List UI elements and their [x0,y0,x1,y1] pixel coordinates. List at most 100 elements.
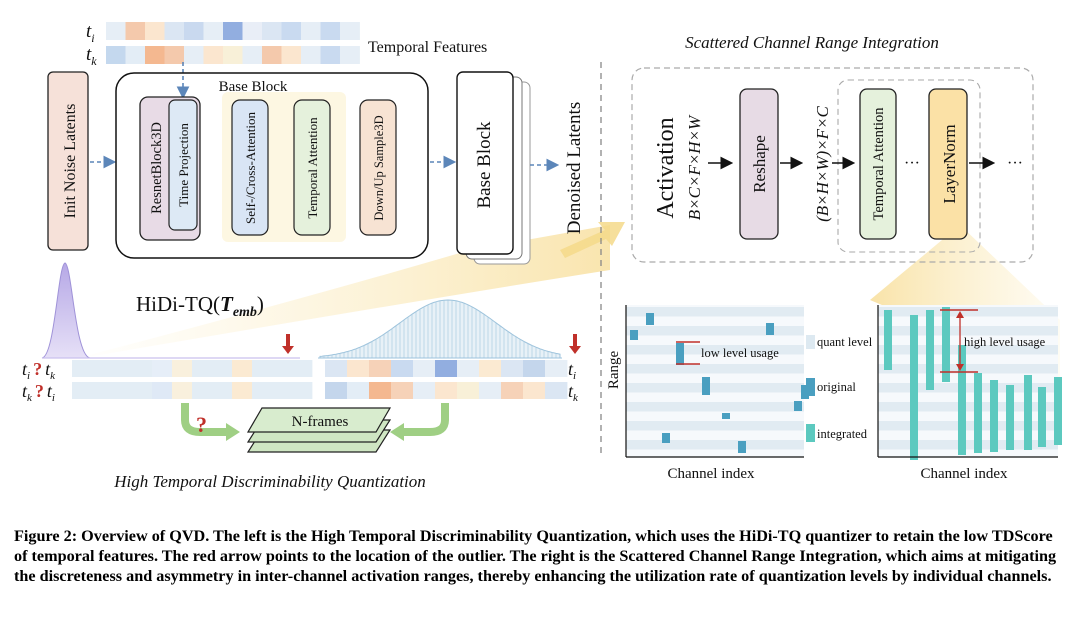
strip-cell [391,382,414,399]
legend-quant-swatch [806,335,815,349]
strip-cell [172,360,193,377]
outlier-arrow-left [282,334,294,354]
channel-range-bar [884,310,892,370]
strip-cell [340,46,360,64]
strip-cell [435,382,458,399]
strip-cell [369,382,392,399]
strip-cell [320,46,341,64]
tk-q-ti-label: tk?ti [22,381,55,404]
channel-range-bar [702,377,710,395]
quant-level-band [878,345,1058,355]
strip-cell [501,360,524,377]
ellipsis-middle: ··· [904,155,920,172]
strip-cell [212,382,233,399]
ti-label-right: ti [568,359,576,382]
strip-cell [325,382,348,399]
quantized-strip-right-ti [325,360,568,377]
channel-range-bar [910,315,918,460]
quantized-strip-left-tk [72,382,313,399]
n-frames-layer-1 [246,407,392,433]
quant-level-band [626,383,804,393]
channel-index-label-left: Channel index [667,466,755,482]
strip-cell [545,360,568,377]
quantized-strip-right-tk [325,382,568,399]
strip-cell [292,382,313,399]
temporal-attention-label: Temporal Attention [305,117,320,219]
strip-cell [242,22,263,40]
green-arrow-right-head [390,423,404,441]
denoised-latents-label: Denoised Latents [564,102,585,234]
channel-range-bar [801,385,809,399]
channel-range-bar [794,401,802,411]
hidi-tq-label: HiDi-TQ(Temb) [136,292,264,320]
left-section-title: High Temporal Discriminability Quantizat… [113,472,426,491]
high-level-span-top-head [956,311,964,318]
activation-shape-label: B×C×F×H×W [685,114,704,220]
strip-cell [203,46,224,64]
strip-cell [184,22,204,40]
base-block-stacked [456,71,514,255]
strip-cell [272,360,293,377]
strip-cell [281,46,302,64]
quant-level-band [626,345,804,355]
channel-range-bar [766,323,774,335]
self-cross-attention-label: Self-/Cross-Attention [243,112,258,224]
channel-range-bar [676,343,684,365]
quant-level-band [878,383,1058,393]
right-temporal-attention-label: Temporal Attention [871,107,887,221]
outlier-arrow-right [569,334,581,354]
strip-cell [457,360,480,377]
strip-cell [232,382,253,399]
legend-original-label: original [817,380,856,394]
strip-cell [112,382,133,399]
strip-cell [457,382,480,399]
activation-label: Activation [653,117,679,218]
strip-cell [92,382,113,399]
strip-cell [112,360,133,377]
strip-cell [523,360,546,377]
base-block [115,72,429,259]
strip-cell [252,382,273,399]
strip-cell [203,22,224,40]
strip-cell [106,22,126,40]
reshape-block [739,88,779,240]
strip-cell [145,22,165,40]
strip-cell [325,360,348,377]
strip-cell [125,46,146,64]
strip-cell [479,382,502,399]
figure-caption: Figure 2: Overview of QVD. The left is t… [14,527,1057,585]
strip-cell [152,360,173,377]
strip-cell [192,360,213,377]
strip-cell [223,22,243,40]
channel-range-bar [662,433,670,443]
right-temporal-attention-block [859,88,897,240]
strip-cell [172,382,193,399]
strip-cell [281,22,302,40]
quant-level-band [626,402,804,412]
question-mark-quant: ? [196,412,207,437]
high-level-span-bottom-head [956,364,964,371]
channel-range-bar [738,441,746,453]
strip-cell [435,360,458,377]
quant-level-band [878,364,1058,374]
tk-feature-strip [106,46,360,64]
legend-integrated-label: integrated [817,427,868,441]
strip-cell [347,360,370,377]
channel-range-bar [942,307,950,382]
quant-level-band [878,307,1058,317]
channel-range-bar [990,380,998,452]
ti-q-tk-label: ti?tk [22,359,56,382]
strip-cell [184,46,204,64]
strip-cell [212,360,233,377]
narrow-distribution-curve [41,262,91,359]
legend-quant-label: quant level [817,335,873,349]
init-noise-latents-label: Init Noise Latents [62,104,79,219]
strip-cell [545,382,568,399]
channel-index-label-right: Channel index [920,466,1008,482]
strip-cell [391,360,414,377]
layernorm-block [928,88,968,240]
quant-level-band [878,402,1058,412]
high-level-usage-label: high level usage [964,335,1046,349]
green-arrow-left-head [226,423,240,441]
strip-cell [232,360,253,377]
